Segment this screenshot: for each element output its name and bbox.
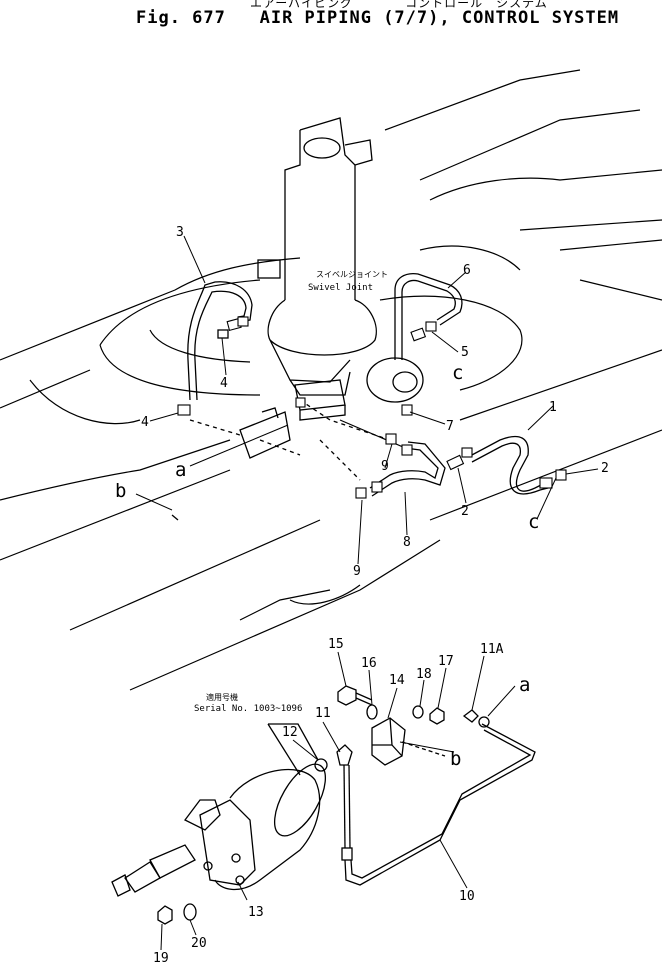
callout-4: 4 [220,376,228,391]
callout-7: 7 [446,419,454,434]
chassis-outline [0,69,662,691]
callout-6: 6 [463,263,471,278]
figure-caption: AIR PIPING (7/7), CONTROL SYSTEM [259,8,620,28]
swivel-joint-label-en: Swivel Joint [308,283,373,293]
callout-18: 18 [416,667,432,682]
japanese-title: エアーパイピング コントロール システム [250,0,548,10]
ref-letter-b: b [450,748,461,770]
callout-17: 17 [438,654,454,669]
pipe-6 [394,272,463,360]
callout-8: 8 [403,535,411,550]
reference-letters: a a b b c c [115,362,539,770]
piping [171,272,549,521]
callout-13: 13 [248,905,264,920]
lower-assembly [111,685,536,925]
callout-10: 10 [459,889,475,904]
callout-9: 9 [381,459,389,474]
swivel-joint-label-jp: スイベルジョイント [316,270,388,279]
callout-12: 12 [282,725,298,740]
serial-note-en: Serial No. 1003~1096 [194,704,302,714]
callout-2: 2 [461,504,469,519]
parts-diagram: スイベルジョイント Swivel Joint [0,69,662,966]
hose-1 [469,435,546,492]
callout-4: 4 [141,415,149,430]
callout-11a: 11A [480,642,504,657]
leader-lines [135,235,599,951]
serial-note-jp: 適用号機 [206,692,238,702]
callout-15: 15 [328,637,344,652]
ref-letter-c: c [528,511,539,533]
swivel-joint-column [257,117,424,421]
figure-title: Fig. 677 AIR PIPING (7/7), CONTROL SYSTE… [136,8,619,28]
callout-19: 19 [153,951,169,966]
callout-5: 5 [461,345,469,360]
callout-2: 2 [601,461,609,476]
ref-letter-a: a [175,459,186,481]
callout-9: 9 [353,564,361,579]
figure-number: Fig. 677 [136,8,226,28]
fittings-upper [177,316,567,499]
callout-numbers: 1 2 2 3 4 4 5 6 7 8 9 9 10 11 11A 12 13 … [141,225,609,966]
callout-14: 14 [389,673,405,688]
callout-16: 16 [361,656,377,671]
callout-20: 20 [191,936,207,951]
figure-header: エアーパイピング コントロール システム Fig. 677 AIR PIPING… [0,0,662,34]
ref-letter-c: c [452,362,463,384]
pipe-3 [187,281,253,401]
ref-letter-a: a [519,674,530,696]
callout-1: 1 [549,400,557,415]
ref-letter-b: b [115,480,126,502]
pipe-8 [369,447,439,489]
pipe-10 [344,723,536,886]
callout-11: 11 [315,706,331,721]
callout-3: 3 [176,225,184,240]
